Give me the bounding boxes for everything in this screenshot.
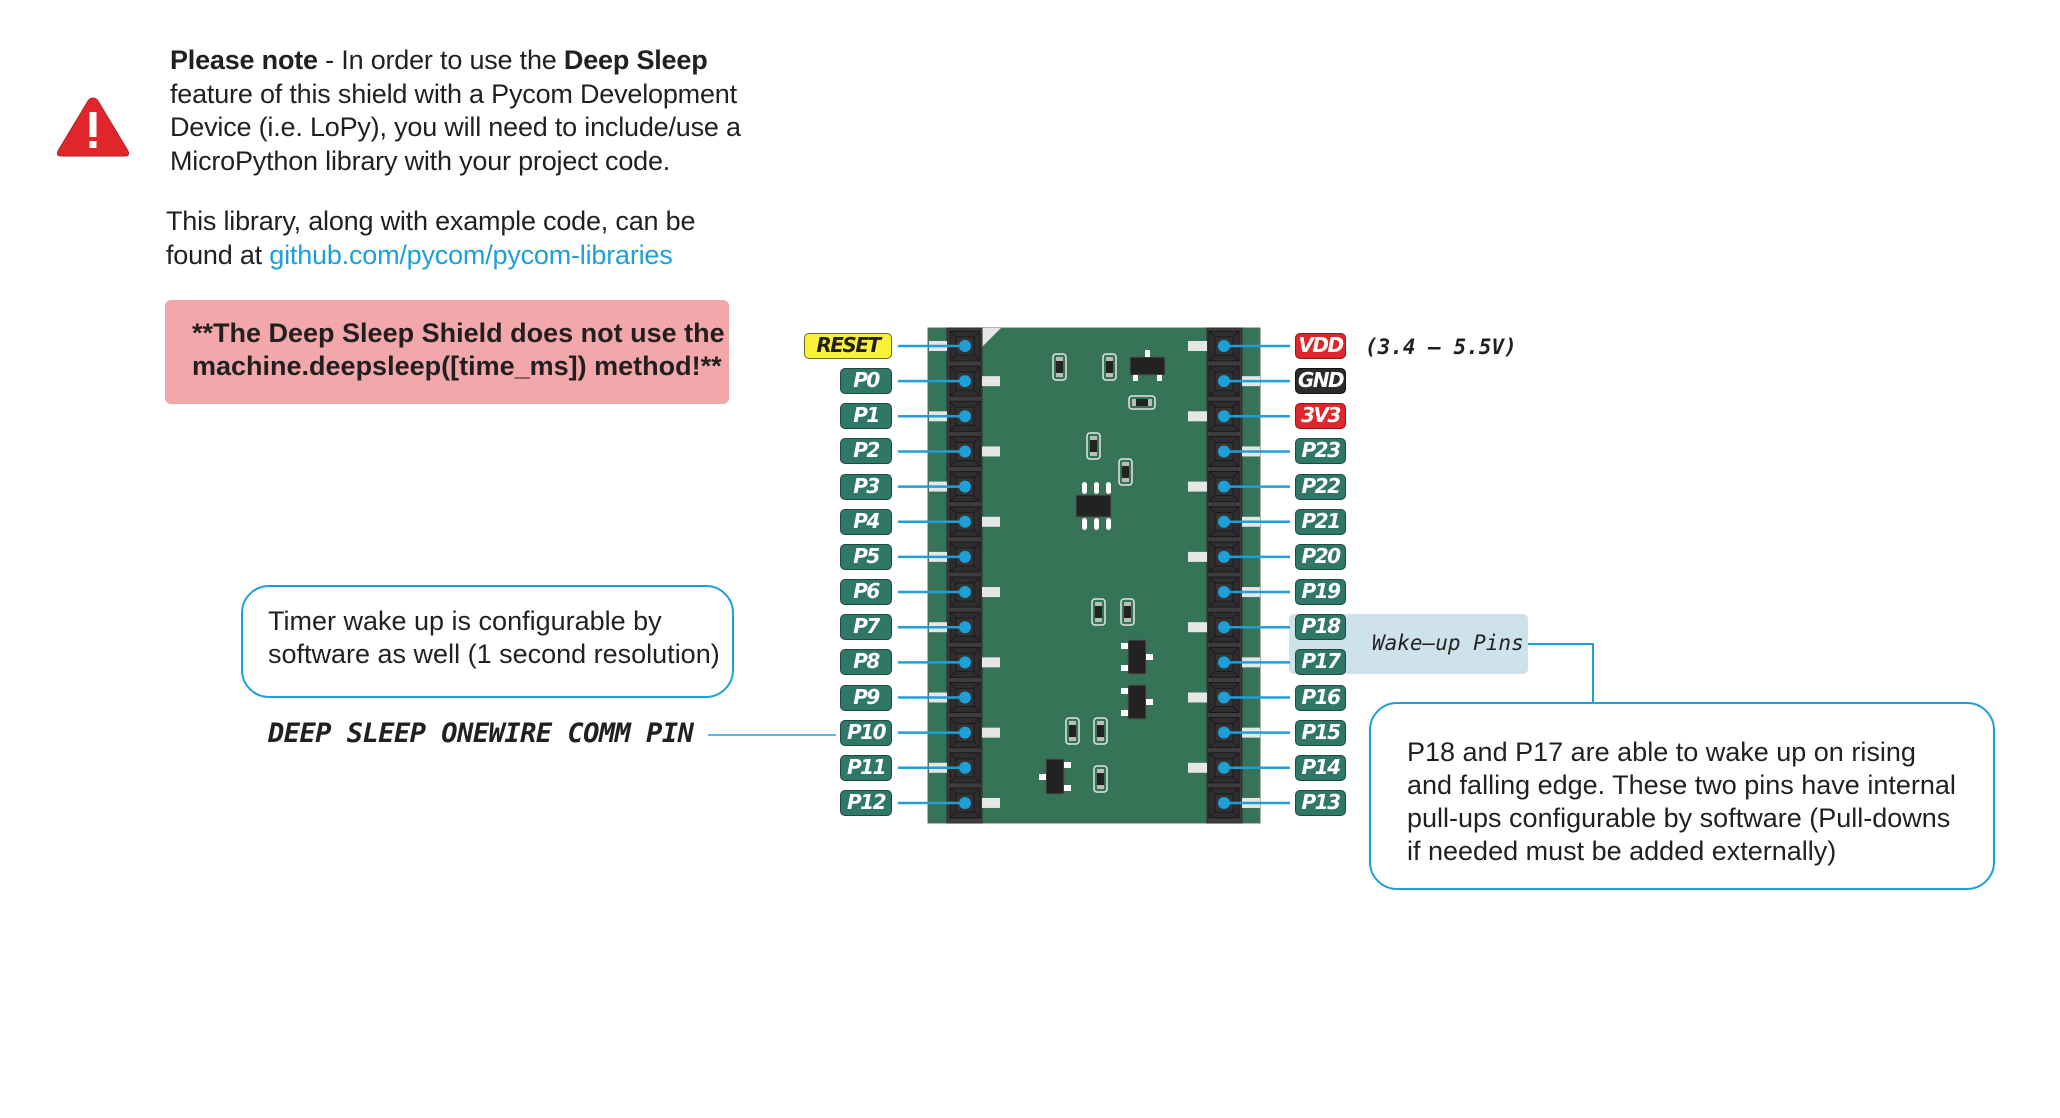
pin-label-p13: P13	[1295, 789, 1346, 816]
pin-label-p12: P12	[840, 789, 892, 816]
pin-label-p3: P3	[840, 473, 892, 500]
pin-dot	[1218, 445, 1230, 458]
ic-chip	[1075, 482, 1112, 530]
pin-label-p5: P5	[840, 543, 892, 570]
resistor	[1091, 598, 1106, 626]
warning-line-2: machine.deepsleep([time_ms]) method!**	[192, 351, 722, 381]
pin-dot	[959, 445, 971, 458]
pin-dot	[1218, 550, 1230, 563]
pin-dot	[959, 375, 971, 388]
timer-line-1: Timer wake up is configurable by	[268, 606, 662, 636]
pin-dot	[1218, 515, 1230, 528]
pin-label-3v3: 3V3	[1295, 403, 1346, 430]
resistor	[1120, 598, 1135, 626]
pin-label-p2: P2	[840, 438, 892, 465]
pin-label-gnd: GND	[1295, 368, 1346, 395]
resistor	[1118, 458, 1133, 486]
vdd-range-label: (3.4 – 5.5V)	[1365, 335, 1517, 359]
resistor	[1086, 432, 1101, 460]
pin-dot	[1218, 586, 1230, 599]
pin-label-p6: P6	[840, 579, 892, 606]
wakeup-leader-line	[1528, 643, 1594, 702]
transistor	[1039, 758, 1071, 795]
pin-dot	[959, 480, 971, 493]
pin-dot	[1218, 480, 1230, 493]
pin-label-p21: P21	[1295, 508, 1346, 535]
pin-dot	[1218, 375, 1230, 388]
transistor	[1121, 639, 1153, 675]
library-text: This library, along with example code, c…	[166, 206, 696, 270]
pin-dot	[1218, 691, 1230, 704]
wakeup-line-2: and falling edge. These two pins have in…	[1407, 770, 1956, 800]
wakeup-line-4: if needed must be added externally)	[1407, 836, 1837, 866]
resistor	[1093, 717, 1108, 745]
pin-label-p7: P7	[840, 614, 892, 641]
resistor	[1093, 765, 1108, 793]
timer-callout: Timer wake up is configurable by softwar…	[241, 585, 734, 698]
pin-dot	[1218, 761, 1230, 774]
pin-label-p15: P15	[1295, 719, 1346, 746]
pin-dot	[959, 761, 971, 774]
pin-label-p8: P8	[840, 649, 892, 676]
pin-dot	[959, 726, 971, 739]
pin-dot	[1218, 621, 1230, 634]
note-text-1: - In order to use the	[317, 45, 564, 75]
note-feature: Deep Sleep	[563, 45, 708, 75]
pin-label-p9: P9	[840, 684, 892, 711]
pin-label-p11: P11	[840, 754, 892, 781]
library-note: This library, along with example code, c…	[166, 205, 766, 272]
pin-label-p16: P16	[1295, 684, 1346, 711]
pin-dot	[959, 340, 971, 352]
warning-icon	[55, 95, 131, 159]
pin-dot	[959, 796, 971, 809]
pin-label-p14: P14	[1295, 754, 1346, 781]
deepsleep-method-warning: **The Deep Sleep Shield does not use the…	[165, 300, 729, 404]
pin-dot	[1218, 656, 1230, 669]
pin-label-p18: P18	[1295, 614, 1346, 641]
pin-dot	[959, 621, 971, 634]
warning-line-1: **The Deep Sleep Shield does not use the	[192, 318, 725, 348]
resistor	[1102, 353, 1117, 381]
pin-dot	[1218, 796, 1230, 809]
library-link[interactable]: github.com/pycom/pycom-libraries	[269, 239, 673, 270]
note-text-2: feature of this shield with a Pycom Deve…	[170, 78, 741, 176]
pin-label-p23: P23	[1295, 438, 1346, 465]
pin-label-p17: P17	[1295, 649, 1346, 676]
pin-label-vdd: VDD	[1295, 333, 1346, 359]
pin-dot	[959, 586, 971, 599]
pin1-marker	[982, 328, 1001, 347]
pin-label-p19: P19	[1295, 579, 1346, 606]
pin-label-p0: P0	[840, 368, 892, 395]
deep-sleep-note: Please note - In order to use the Deep S…	[170, 44, 770, 178]
timer-line-2: software as well (1 second resolution)	[268, 639, 720, 669]
pin-label-p4: P4	[840, 508, 892, 535]
transistor	[1121, 684, 1153, 720]
wakeup-pins-label: Wake–up Pins	[1372, 631, 1524, 655]
pin-label-reset: RESET	[804, 333, 892, 359]
pin-dot	[1218, 726, 1230, 739]
resistor	[1052, 353, 1067, 381]
wakeup-line-1: P18 and P17 are able to wake up on risin…	[1407, 737, 1916, 767]
transistor	[1129, 350, 1166, 381]
wakeup-callout: P18 and P17 are able to wake up on risin…	[1369, 702, 1995, 890]
onewire-pin-label: DEEP SLEEP ONEWIRE COMM PIN	[268, 718, 694, 749]
resistor	[1128, 395, 1156, 410]
pin-label-p1: P1	[840, 403, 892, 430]
pin-label-p20: P20	[1295, 543, 1346, 570]
pin-dot	[959, 410, 971, 423]
wakeup-line-3: pull-ups configurable by software (Pull-…	[1407, 803, 1951, 833]
pin-dot	[1218, 410, 1230, 423]
note-lead: Please note	[170, 45, 318, 75]
resistor	[1065, 717, 1080, 745]
pin-dot	[959, 691, 971, 704]
pin-dot	[1218, 340, 1230, 352]
pin-label-p22: P22	[1295, 473, 1346, 500]
pin-dot	[959, 656, 971, 669]
pin-label-p10: P10	[840, 719, 892, 746]
pin-dot	[959, 515, 971, 528]
left-pin-p12-socket	[949, 787, 1000, 819]
pin-dot	[959, 550, 971, 563]
